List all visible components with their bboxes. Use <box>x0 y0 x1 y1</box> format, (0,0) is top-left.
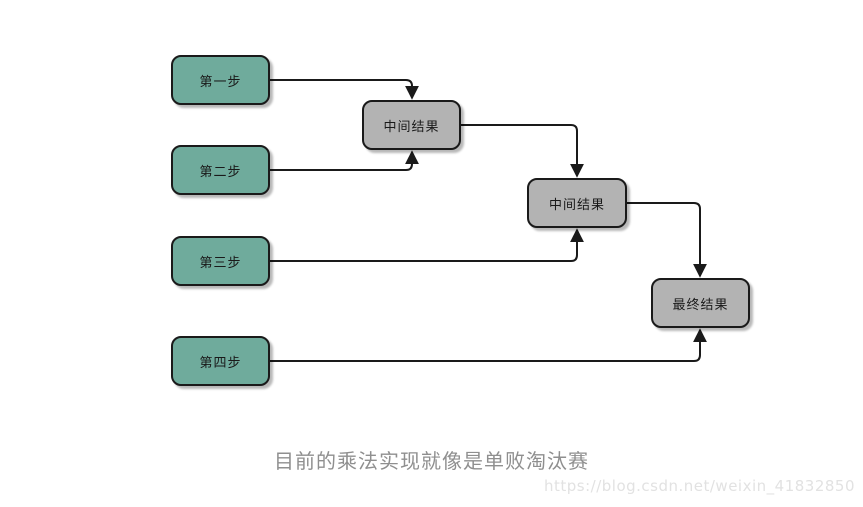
diagram-caption: 目前的乘法实现就像是单败淘汰赛 <box>274 449 589 473</box>
node-step-2: 第二步 <box>171 145 270 195</box>
connector-mid2-to-final <box>627 202 707 278</box>
connector-step3-to-mid2 <box>270 228 584 262</box>
node-intermediate-result-2: 中间结果 <box>527 178 627 228</box>
node-step-4-label: 第四步 <box>199 355 242 371</box>
connector-step4-to-final <box>270 328 707 362</box>
watermark-text: https://blog.csdn.net/weixin_41832850 <box>543 477 855 495</box>
node-step-1: 第一步 <box>171 55 270 105</box>
node-step-3-label: 第三步 <box>199 255 242 271</box>
connector-step2-to-mid1 <box>270 150 419 171</box>
connector-mid1-to-mid2 <box>461 124 584 178</box>
node-intermediate-result-2-label: 中间结果 <box>548 197 605 213</box>
node-final-result-label: 最终结果 <box>672 297 729 313</box>
node-step-2-label: 第二步 <box>199 164 242 180</box>
node-step-3: 第三步 <box>171 236 270 286</box>
connector-step1-to-mid1 <box>270 79 419 100</box>
node-step-4: 第四步 <box>171 336 270 386</box>
node-final-result: 最终结果 <box>651 278 750 328</box>
node-step-1-label: 第一步 <box>199 74 242 90</box>
node-intermediate-result-1-label: 中间结果 <box>383 119 440 135</box>
node-intermediate-result-1: 中间结果 <box>362 100 461 150</box>
